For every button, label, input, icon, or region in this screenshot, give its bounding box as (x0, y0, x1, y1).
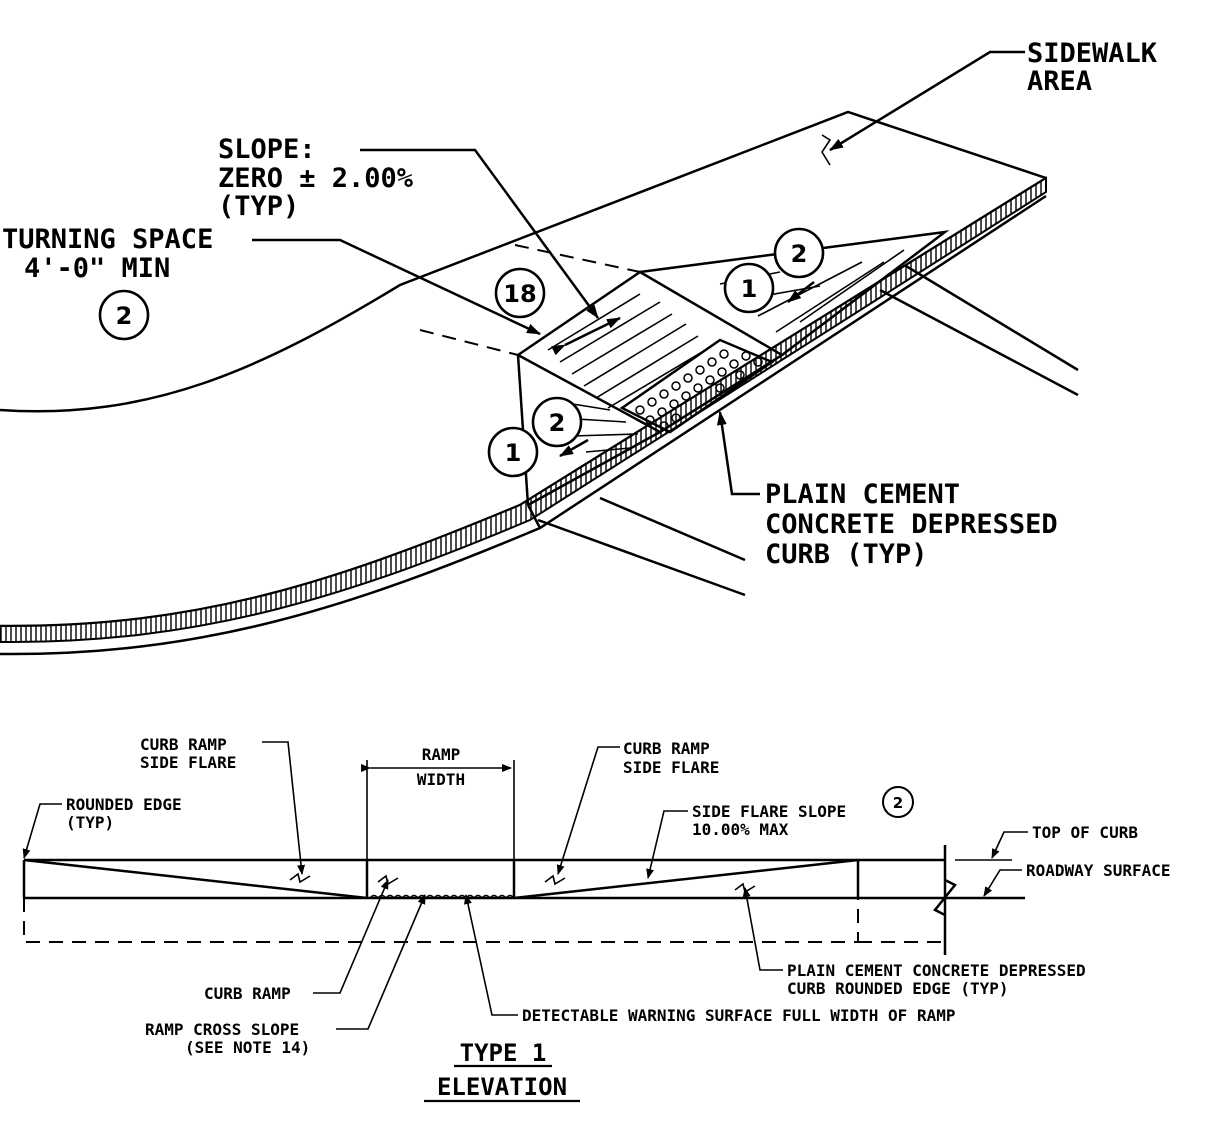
circle-2-right (773, 227, 825, 279)
leader-cross-slope (336, 894, 426, 1030)
left-flare-slope (23, 858, 368, 900)
label-rounded-1: ROUNDED EDGE (66, 795, 182, 814)
roadway-line-2 (599, 496, 746, 562)
label-cross-slope-2: (SEE NOTE 14) (185, 1038, 310, 1057)
label-ramp-width-2: WIDTH (417, 770, 465, 789)
detectable-warning-area (619, 338, 775, 434)
label-turning-2: 4'-0" MIN (24, 253, 170, 284)
isometric-view: 2 18 1 2 2 1 SIDEWALK AREA SLOPE: ZERO ±… (0, 38, 1158, 656)
detectable-warning-bumps (369, 894, 515, 900)
sidewalk-breakmark (821, 134, 832, 166)
label-pcc-2: CURB ROUNDED EDGE (TYP) (787, 979, 1009, 998)
circle-18 (494, 267, 546, 319)
leader-rounded-edge (22, 803, 62, 859)
label-turning-1: TURNING SPACE (2, 224, 213, 255)
circle-1-left-text: 1 (505, 439, 522, 467)
label-curb-3: CURB (TYP) (765, 539, 928, 570)
circle-1-right-text: 1 (741, 275, 758, 303)
label-slope-2: ZERO ± 2.00% (218, 163, 414, 194)
ramp-hatching (547, 293, 713, 409)
roadway-line-4 (905, 264, 1079, 372)
break-mark-1 (289, 872, 311, 884)
right-flare-arrow (787, 281, 815, 303)
label-pcc-1: PLAIN CEMENT CONCRETE DEPRESSED (787, 961, 1086, 980)
leader-top-curb (991, 831, 1028, 859)
label-sidewalk-1: SIDEWALK (1027, 38, 1158, 69)
circle-2-turning-text: 2 (116, 302, 133, 330)
label-flare-left-2: SIDE FLARE (140, 753, 236, 772)
circle-2-right-text: 2 (791, 240, 808, 268)
title-type: TYPE 1 (460, 1039, 547, 1067)
left-flare-arrow (559, 438, 589, 458)
leader-curb-ramp (313, 879, 389, 994)
leader-sidewalk (829, 50, 1025, 152)
leader-roadway (983, 869, 1022, 897)
label-flare-right-2: SIDE FLARE (623, 758, 719, 777)
turning-space-dash-left (419, 329, 519, 356)
label-ramp-width-1: RAMP (422, 745, 461, 764)
curb-face-line-1 (526, 504, 542, 529)
leader-flare-left (262, 741, 306, 875)
circle-1-right (723, 262, 775, 314)
right-flare (639, 230, 950, 356)
label-curb-1: PLAIN CEMENT (765, 479, 960, 510)
roadway-line-1 (537, 518, 746, 597)
curb-bottom-dash (23, 898, 859, 943)
break-symbol (933, 878, 957, 917)
leader-turning (252, 238, 541, 336)
circle-18-text: 18 (503, 280, 536, 308)
leader-flare-right (556, 746, 620, 875)
right-flare-slope (513, 858, 859, 900)
label-flare-left-1: CURB RAMP (140, 735, 227, 754)
title-elevation: ELEVATION (437, 1073, 567, 1101)
leader-curb (716, 411, 760, 496)
sidewalk-top-edge (0, 110, 1047, 413)
detectable-warning-dots (635, 349, 763, 431)
leader-dws (463, 894, 518, 1016)
circle-2-left (531, 396, 583, 448)
label-side-slope-2: 10.00% MAX (692, 820, 789, 839)
circle-2-left-text: 2 (549, 409, 566, 437)
ramp-arrow (551, 316, 621, 356)
circle-2-side-slope (882, 786, 914, 818)
label-curb-2: CONCRETE DEPRESSED (765, 509, 1058, 540)
elevation-view: 2 CURB RAMP SIDE FLARE RAMP WIDTH CURB R… (22, 735, 1171, 1103)
label-flare-right-1: CURB RAMP (623, 739, 710, 758)
leader-pcc (742, 887, 783, 971)
curb-lower-edge (0, 194, 1047, 656)
curb-band (0, 176, 1047, 644)
label-slope-3: (TYP) (218, 191, 299, 222)
label-cross-slope-1: RAMP CROSS SLOPE (145, 1020, 299, 1039)
label-side-slope-1: SIDE FLARE SLOPE (692, 802, 846, 821)
label-dws: DETECTABLE WARNING SURFACE FULL WIDTH OF… (522, 1006, 955, 1025)
circle-2-side-slope-text: 2 (893, 794, 903, 812)
label-sidewalk-2: AREA (1027, 66, 1092, 97)
circle-1-left (487, 426, 539, 478)
label-roadway: ROADWAY SURFACE (1026, 861, 1171, 880)
leader-slope (360, 148, 600, 319)
turning-space-dash-top (514, 244, 641, 273)
label-curb-ramp: CURB RAMP (204, 984, 291, 1003)
label-slope-1: SLOPE: (218, 134, 316, 165)
label-rounded-2: (TYP) (66, 813, 114, 832)
roadway-line-3 (879, 288, 1079, 397)
break-mark-3 (544, 874, 566, 886)
leader-side-slope (646, 810, 688, 879)
circle-2-turning (98, 289, 150, 341)
label-top-curb: TOP OF CURB (1032, 823, 1138, 842)
